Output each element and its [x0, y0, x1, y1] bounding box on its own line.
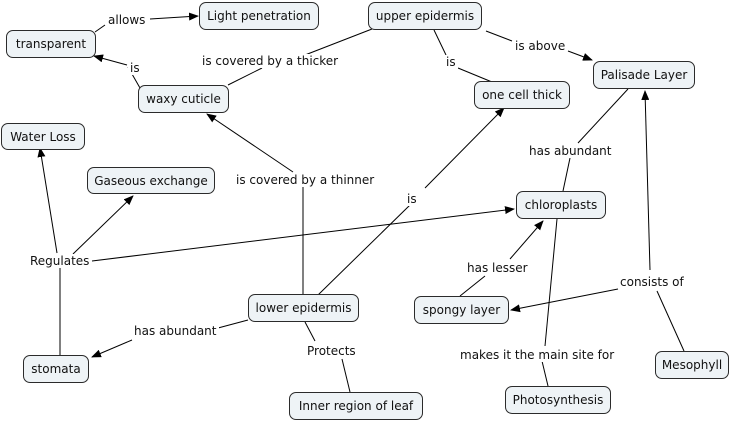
- link-label-is-upper: is: [444, 55, 458, 69]
- link-label-is-covered-by-a-thicker: is covered by a thicker: [200, 54, 341, 68]
- node-inner-region-of-leaf[interactable]: Inner region of leaf: [289, 392, 423, 420]
- link-label-is-lower: is: [405, 192, 419, 206]
- link-label-has-abundant-palisade: has abundant: [527, 144, 614, 158]
- node-palisade-layer[interactable]: Palisade Layer: [593, 61, 695, 89]
- link-label-makes-it-the-main-site-for: makes it the main site for: [458, 348, 617, 362]
- node-transparent[interactable]: transparent: [6, 30, 96, 58]
- node-photosynthesis[interactable]: Photosynthesis: [505, 386, 611, 414]
- node-stomata[interactable]: stomata: [23, 355, 89, 383]
- link-label-has-abundant-lower: has abundant: [132, 324, 219, 338]
- node-chloroplasts[interactable]: chloroplasts: [516, 191, 606, 219]
- node-one-cell-thick[interactable]: one cell thick: [474, 81, 570, 109]
- node-lower-epidermis[interactable]: lower epidermis: [248, 294, 359, 322]
- node-gaseous-exchange[interactable]: Gaseous exchange: [87, 167, 215, 194]
- node-waxy-cuticle[interactable]: waxy cuticle: [138, 85, 229, 113]
- link-label-allows: allows: [106, 13, 148, 27]
- node-mesophyll[interactable]: Mesophyll: [655, 351, 729, 379]
- link-label-is-covered-by-a-thinner: is covered by a thinner: [234, 173, 377, 187]
- link-label-regulates: Regulates: [28, 254, 92, 268]
- link-label-has-lesser: has lesser: [465, 261, 530, 275]
- link-label-protects: Protects: [305, 344, 358, 358]
- link-label-is-above: is above: [513, 39, 568, 53]
- link-label-is-cuticle: is: [128, 61, 142, 75]
- link-label-consists-of: consists of: [618, 275, 686, 289]
- node-upper-epidermis[interactable]: upper epidermis: [368, 2, 482, 30]
- node-water-loss[interactable]: Water Loss: [1, 123, 85, 150]
- node-light-penetration[interactable]: Light penetration: [199, 2, 319, 30]
- node-spongy-layer[interactable]: spongy layer: [414, 296, 509, 324]
